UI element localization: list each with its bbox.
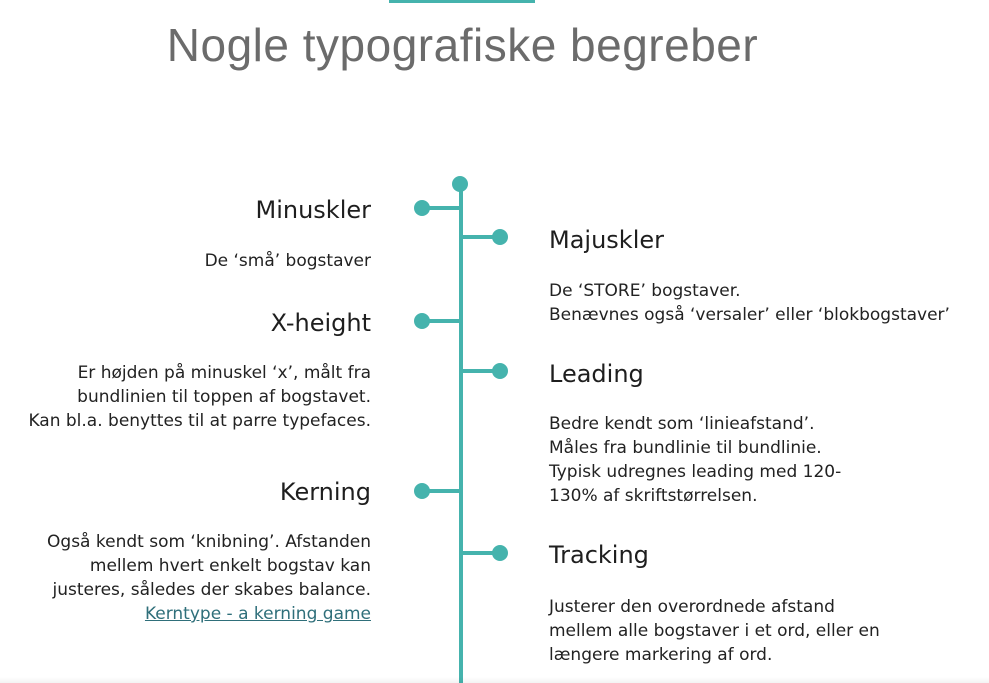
term-heading-leading: Leading — [549, 360, 644, 388]
timeline-node-leading — [459, 363, 509, 379]
timeline-axis — [459, 184, 463, 683]
timeline-node-minuskler — [414, 200, 462, 216]
term-description-kerning: Også kendt som ‘knibning’. Afstanden mel… — [47, 532, 371, 624]
timeline-node-kerning — [414, 483, 462, 499]
timeline-node-tracking — [459, 545, 509, 561]
timeline-start-dot — [452, 176, 468, 192]
term-heading-majuskler: Majuskler — [549, 226, 664, 254]
term-description-tracking: Justerer den overordnede afstand mellem … — [549, 597, 880, 665]
timeline-node-x-height — [414, 313, 462, 329]
term-heading-x-height: X-height — [270, 309, 371, 337]
bottom-shadow — [0, 677, 989, 683]
term-heading-kerning: Kerning — [279, 478, 371, 506]
term-heading-tracking: Tracking — [549, 541, 649, 569]
term-heading-minuskler: Minuskler — [255, 196, 372, 224]
kerntype-link[interactable]: Kerntype - a kerning game — [144, 604, 371, 624]
page-title: Nogle typografiske begreber — [166, 19, 759, 71]
term-description-leading: Bedre kendt som ‘linieafstand’. Måles fr… — [549, 414, 842, 506]
term-description-majuskler: De ‘STORE’ bogstaver. Benævnes også ‘ver… — [549, 281, 950, 325]
top-accent-bar — [389, 0, 535, 3]
timeline-node-majuskler — [459, 229, 509, 245]
term-description-minuskler: De ‘små’ bogstaver — [204, 251, 371, 271]
term-description-x-height: Er højden på minuskel ‘x’, målt fra bund… — [28, 363, 371, 431]
